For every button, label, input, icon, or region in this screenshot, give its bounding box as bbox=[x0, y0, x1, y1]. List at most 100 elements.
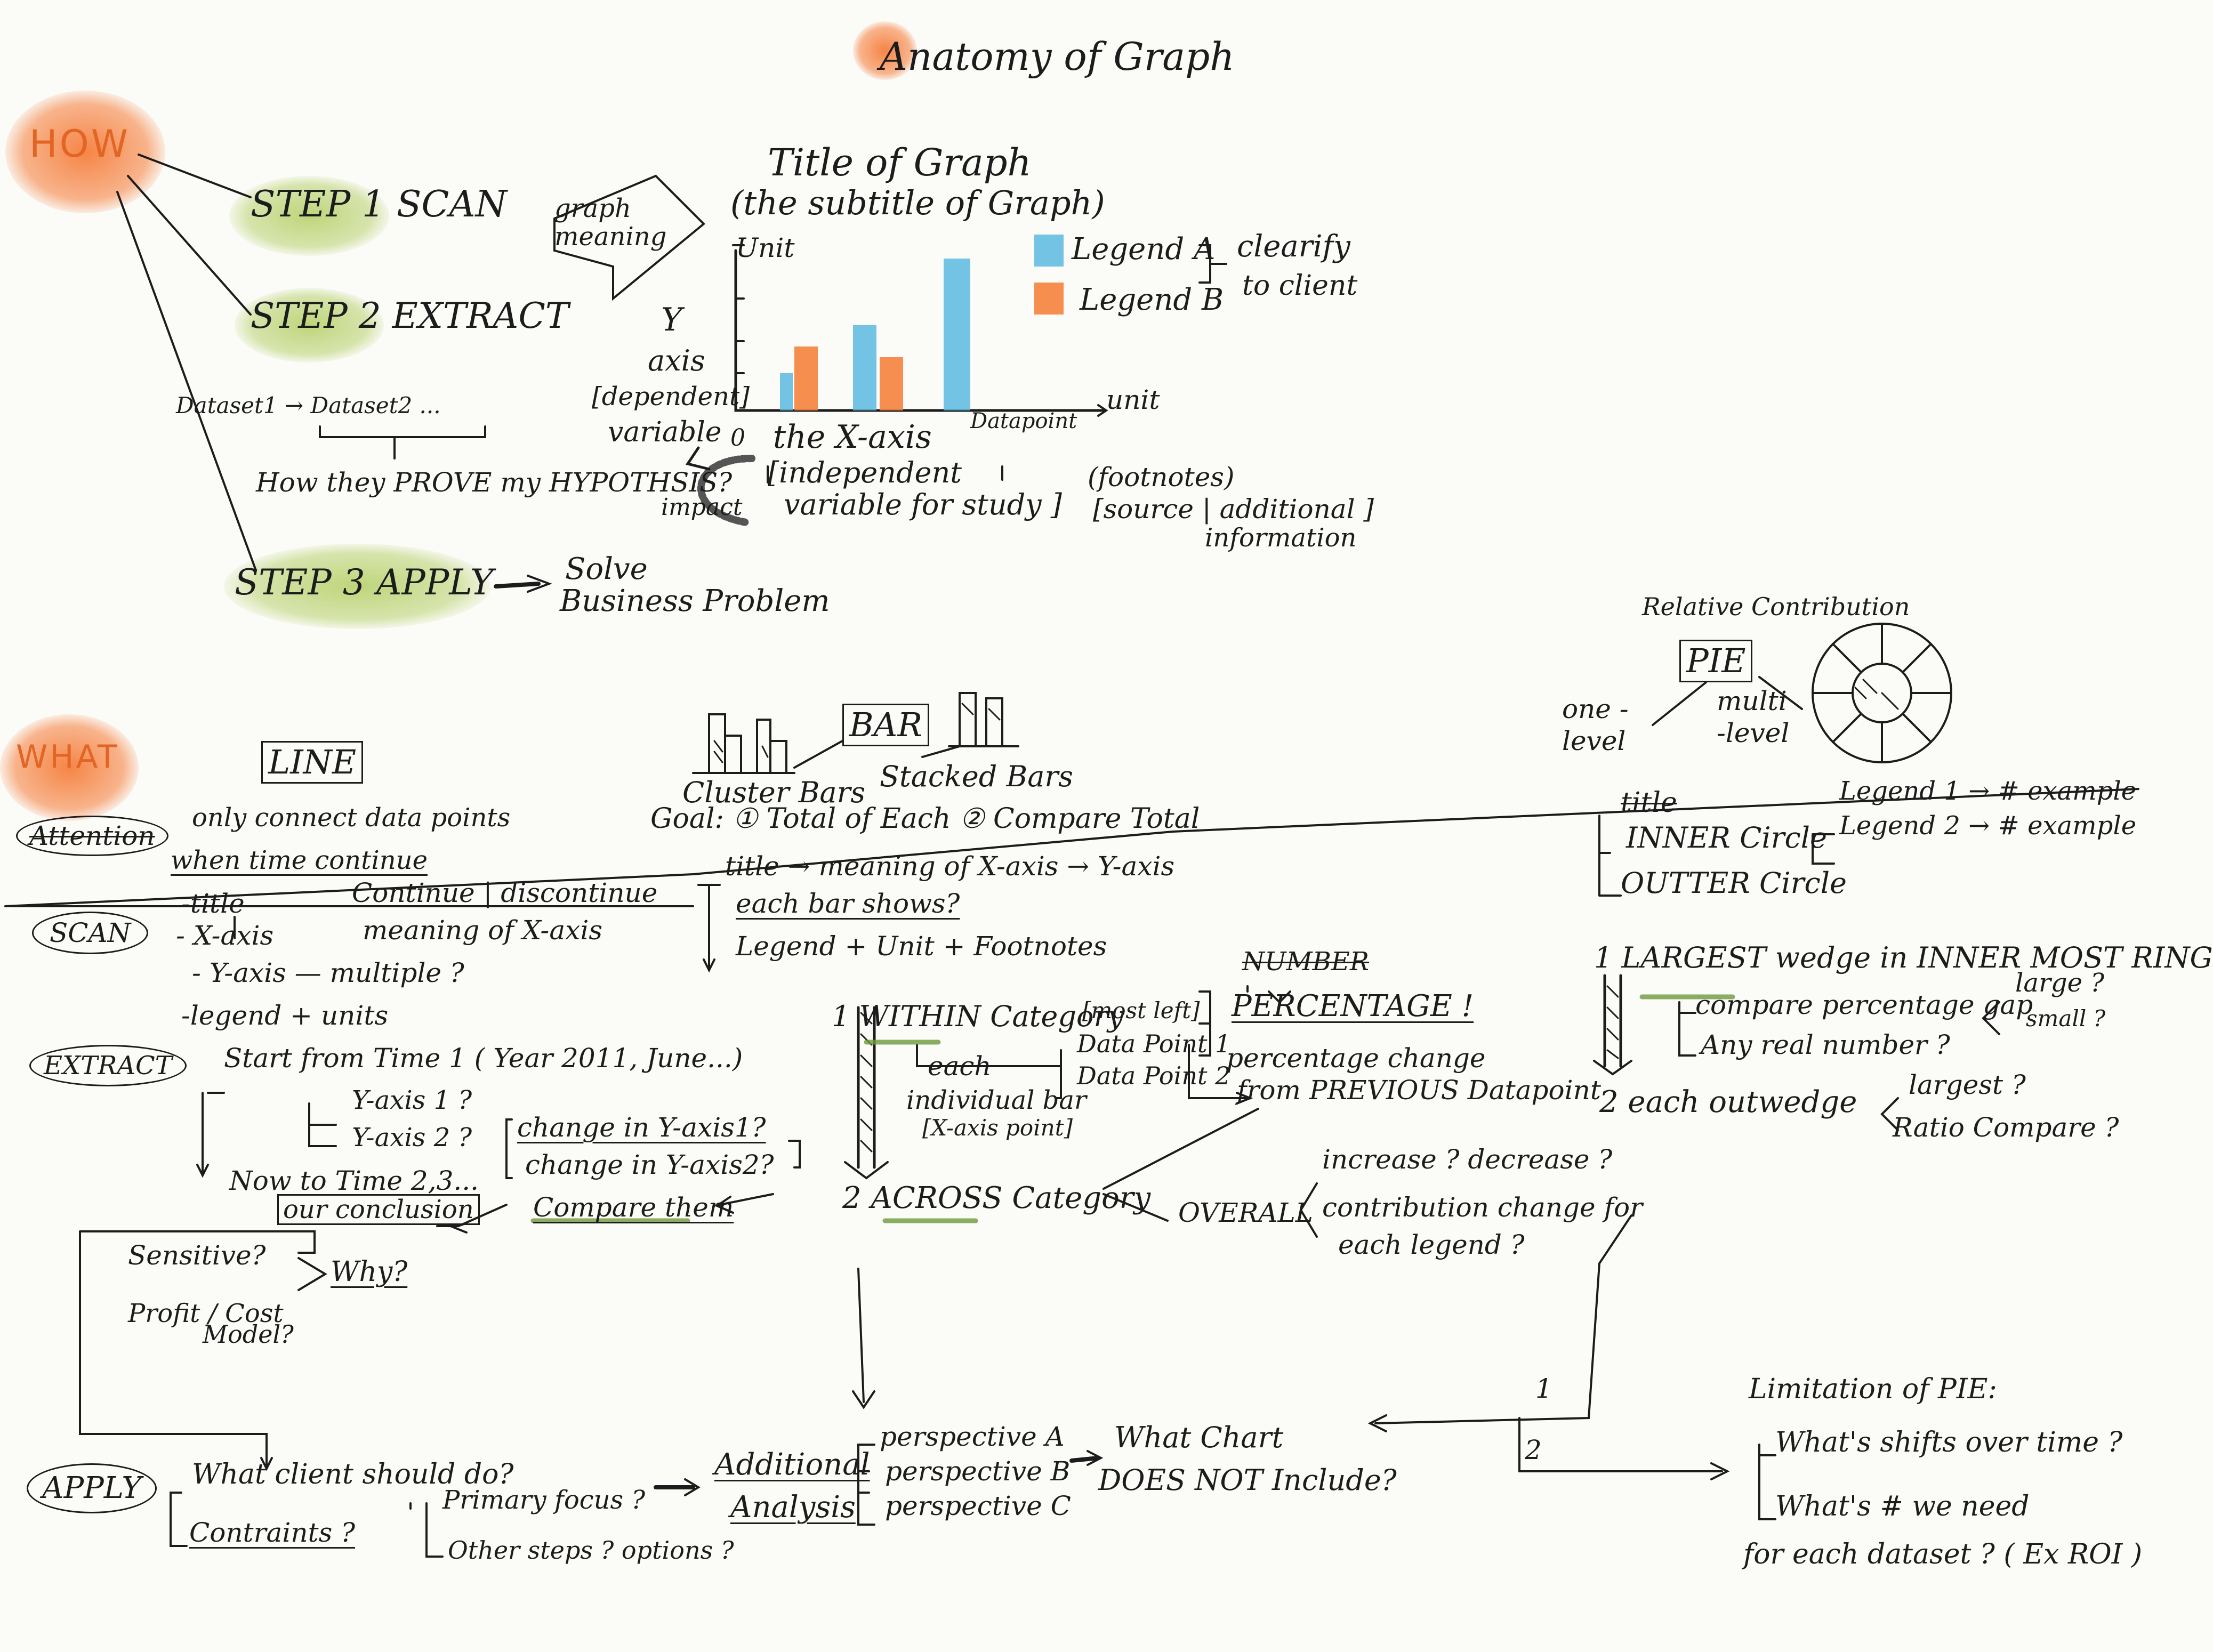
stacked-bars-icon bbox=[948, 692, 1019, 747]
y-axis-label-4: variable bbox=[608, 416, 722, 448]
extract-change1: change in Y-axis1? bbox=[517, 1112, 766, 1143]
cluster-bars-label: Cluster Bars bbox=[682, 776, 866, 809]
ink-lines bbox=[4, 154, 2139, 1558]
extract-sensitive: Sensitive? bbox=[128, 1240, 266, 1271]
cluster-bars-icon bbox=[692, 713, 795, 774]
attention-text-2: when time continue bbox=[171, 845, 428, 875]
apply-number-need: What's # we need bbox=[1775, 1490, 2030, 1522]
apply-n2: 2 bbox=[1525, 1435, 1542, 1465]
stacked-bars-label: Stacked Bars bbox=[880, 760, 1073, 793]
scan-pie-inner: INNER Circle bbox=[1626, 821, 1827, 855]
hypothesis-label: How they PROVE my HYPOTHSIS? bbox=[256, 467, 733, 498]
extract-dp1: Data Point 1 bbox=[1077, 1029, 1231, 1058]
extract-percentage: PERCENTAGE ! bbox=[1232, 989, 1474, 1024]
extract-y2: Y-axis 2 ? bbox=[352, 1123, 472, 1153]
extract-why: Why? bbox=[331, 1256, 408, 1288]
scan-line-title: -title bbox=[181, 888, 245, 919]
sample-chart-title: Title of Graph bbox=[768, 141, 1032, 184]
legend-a-swatch bbox=[1034, 235, 1064, 267]
extract-largest-wedge: 1 LARGEST wedge in INNER MOST RING bbox=[1594, 941, 2213, 974]
connector-how-step3 bbox=[116, 191, 257, 571]
solve-label: Solve bbox=[565, 552, 648, 586]
x-axis-label-1: the X-axis bbox=[773, 418, 932, 456]
extract-each-legend: each legend ? bbox=[1338, 1229, 1525, 1260]
step3-highlight bbox=[224, 544, 490, 629]
legend-b-swatch bbox=[1034, 283, 1064, 315]
attention-text-1: only connect data points bbox=[192, 803, 511, 833]
sketch-page: { "title": "Anatomy of Graph", "how": { … bbox=[0, 21, 2213, 1568]
apply-additional: Additional bbox=[714, 1447, 870, 1482]
scan-legend-units: -legend + units bbox=[181, 1000, 389, 1031]
scan-bar-title: title → meaning of X-axis → Y-axis bbox=[725, 851, 1175, 882]
apply-client: What client should do? bbox=[192, 1458, 514, 1490]
datasets-label: Dataset1 → Dataset2 ... bbox=[176, 392, 441, 418]
extract-ratio: Ratio Compare ? bbox=[1893, 1112, 2119, 1143]
step3-label: STEP 3 APPLY bbox=[235, 562, 494, 603]
sample-chart-subtitle: (the subtitle of Graph) bbox=[730, 183, 1105, 222]
scan-bar-each: each bar shows? bbox=[736, 888, 960, 919]
apply-constraints: Contraints ? bbox=[189, 1517, 356, 1548]
one-level-label: one -level bbox=[1562, 694, 1629, 756]
what-highlight bbox=[0, 714, 139, 821]
connector-how-step1 bbox=[138, 154, 252, 198]
extract-x-axis-point: [X-axis point] bbox=[922, 1115, 1073, 1141]
scan-bar-legend: Legend + Unit + Footnotes bbox=[736, 931, 1107, 962]
extract-large: large ? bbox=[2015, 968, 2105, 998]
extract-profit: Profit / Cost bbox=[128, 1299, 284, 1328]
extract-most-left: [most left] bbox=[1082, 997, 1200, 1024]
extract-real-number: Any real number ? bbox=[1701, 1029, 1950, 1060]
apply-analysis: Analysis bbox=[730, 1490, 856, 1525]
page-title: Anatomy of Graph bbox=[880, 34, 1235, 79]
origin-label: 0 bbox=[730, 424, 745, 452]
extract-compare: Compare them bbox=[533, 1192, 734, 1223]
scan-line-x: - X-axis bbox=[176, 920, 274, 951]
connector-how-step2 bbox=[127, 175, 252, 316]
apply-what-chart: What Chart bbox=[1114, 1421, 1284, 1454]
legend-note-2: to client bbox=[1242, 270, 1358, 302]
step1-label: STEP 1 SCAN bbox=[251, 183, 508, 225]
y-axis-label-3: [dependent] bbox=[592, 382, 750, 412]
extract-compare-gap: compare percentage gap bbox=[1695, 989, 2033, 1020]
scan-pie-legend2: Legend 2 → # example bbox=[1839, 811, 2137, 841]
scan-pie-outer: OUTTER Circle bbox=[1621, 866, 1847, 900]
pie-chart-header: PIE bbox=[1679, 640, 1753, 682]
bar-goal-label: Goal: ① Total of Each ② Compare Total bbox=[650, 803, 1200, 835]
datapoint-label: Datapoint bbox=[970, 409, 1077, 433]
apply-primary: Primary focus ? bbox=[442, 1485, 646, 1515]
line-chart-header: LINE bbox=[261, 741, 364, 784]
business-problem-label: Business Problem bbox=[560, 584, 830, 618]
scan-label: SCAN bbox=[32, 912, 149, 954]
extract-number: NUMBER bbox=[1242, 947, 1370, 977]
x-unit-label: unit bbox=[1106, 384, 1160, 415]
legend-note-1: clearify bbox=[1237, 229, 1350, 264]
y-axis-label-2: axis bbox=[648, 344, 705, 377]
step1-highlight bbox=[229, 176, 389, 256]
apply-label: APPLY bbox=[27, 1463, 157, 1513]
impact-arrow bbox=[697, 455, 755, 526]
legend-bracket bbox=[1198, 244, 1227, 284]
extract-from-prev: from PREVIOUS Datapoint bbox=[1237, 1075, 1601, 1106]
apply-other-steps: Other steps ? options ? bbox=[448, 1536, 734, 1565]
divider-upper bbox=[4, 788, 2139, 907]
chart-bars bbox=[780, 235, 1064, 410]
extract-pct-change: percentage change bbox=[1226, 1043, 1486, 1074]
attention-label: Attention bbox=[16, 816, 168, 856]
extract-overall: OVERALL bbox=[1178, 1197, 1313, 1228]
extract-increase: increase ? decrease ? bbox=[1322, 1144, 1613, 1175]
extract-start: Start from Time 1 ( Year 2011, June...) bbox=[224, 1043, 743, 1074]
extract-each-outwedge: 2 each outwedge bbox=[1599, 1085, 1857, 1119]
extract-indiv-bar: individual bar bbox=[906, 1085, 1087, 1115]
extract-within: 1 WITHIN Category bbox=[832, 1000, 1124, 1033]
apply-persp-a: perspective A bbox=[880, 1421, 1065, 1452]
extract-largest: largest ? bbox=[1909, 1069, 2026, 1100]
scan-pie-title: title bbox=[1621, 787, 1677, 819]
multi-level-label: multi -level bbox=[1717, 686, 1790, 748]
extract-each: each bbox=[928, 1051, 992, 1082]
how-highlight bbox=[5, 91, 165, 213]
scan-pie-legend1: Legend 1 → # example bbox=[1839, 776, 2137, 806]
bar-chart-header: BAR bbox=[842, 704, 930, 746]
legend-a-label: Legend A bbox=[1072, 232, 1216, 267]
apply-n1: 1 bbox=[1535, 1373, 1552, 1404]
graph-meaning-label: graph meaning bbox=[554, 194, 667, 252]
footnotes-label-2: [source | additional ] bbox=[1093, 494, 1374, 525]
